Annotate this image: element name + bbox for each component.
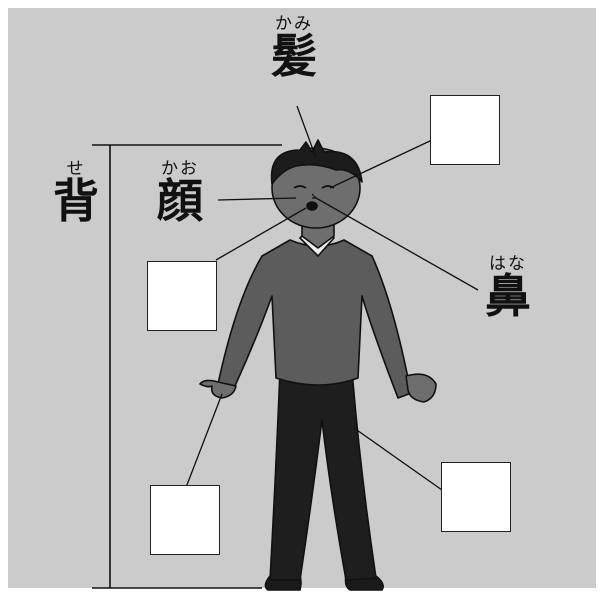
label-kami: かみ 髪 — [262, 15, 326, 79]
label-kao: かお 顔 — [148, 160, 212, 224]
leader-mouth — [215, 207, 307, 261]
leader-leg — [353, 427, 443, 491]
leader-hana — [315, 197, 479, 291]
person-figure — [199, 139, 437, 591]
height-measure — [92, 144, 282, 589]
label-se: せ 背 — [50, 160, 102, 224]
furigana-kami: かみ — [275, 14, 313, 34]
answer-box-eye[interactable] — [430, 95, 500, 165]
label-hana: はな 鼻 — [476, 255, 540, 319]
kanji-kao: 顔 — [157, 174, 203, 228]
sweater — [217, 239, 415, 399]
furigana-kao: かお — [161, 159, 199, 179]
leader-kami — [296, 105, 317, 159]
left-hand — [199, 379, 237, 399]
mouth — [306, 201, 318, 211]
answer-box-mouth[interactable] — [147, 261, 217, 331]
leader-lines — [184, 105, 479, 491]
kanji-se: 背 — [53, 174, 99, 228]
kanji-hana: 鼻 — [485, 269, 531, 323]
right-eye — [321, 185, 335, 189]
answer-box-leg[interactable] — [441, 462, 511, 532]
leader-kao — [217, 197, 297, 201]
furigana-hana: はな — [489, 254, 527, 274]
furigana-se: せ — [66, 159, 86, 179]
left-eye — [293, 185, 307, 189]
right-hand — [405, 373, 437, 403]
kanji-kami: 髪 — [271, 29, 317, 83]
leader-hand — [184, 393, 223, 491]
answer-box-hand[interactable] — [150, 485, 220, 555]
leader-eye — [329, 139, 433, 189]
trousers — [269, 369, 377, 581]
